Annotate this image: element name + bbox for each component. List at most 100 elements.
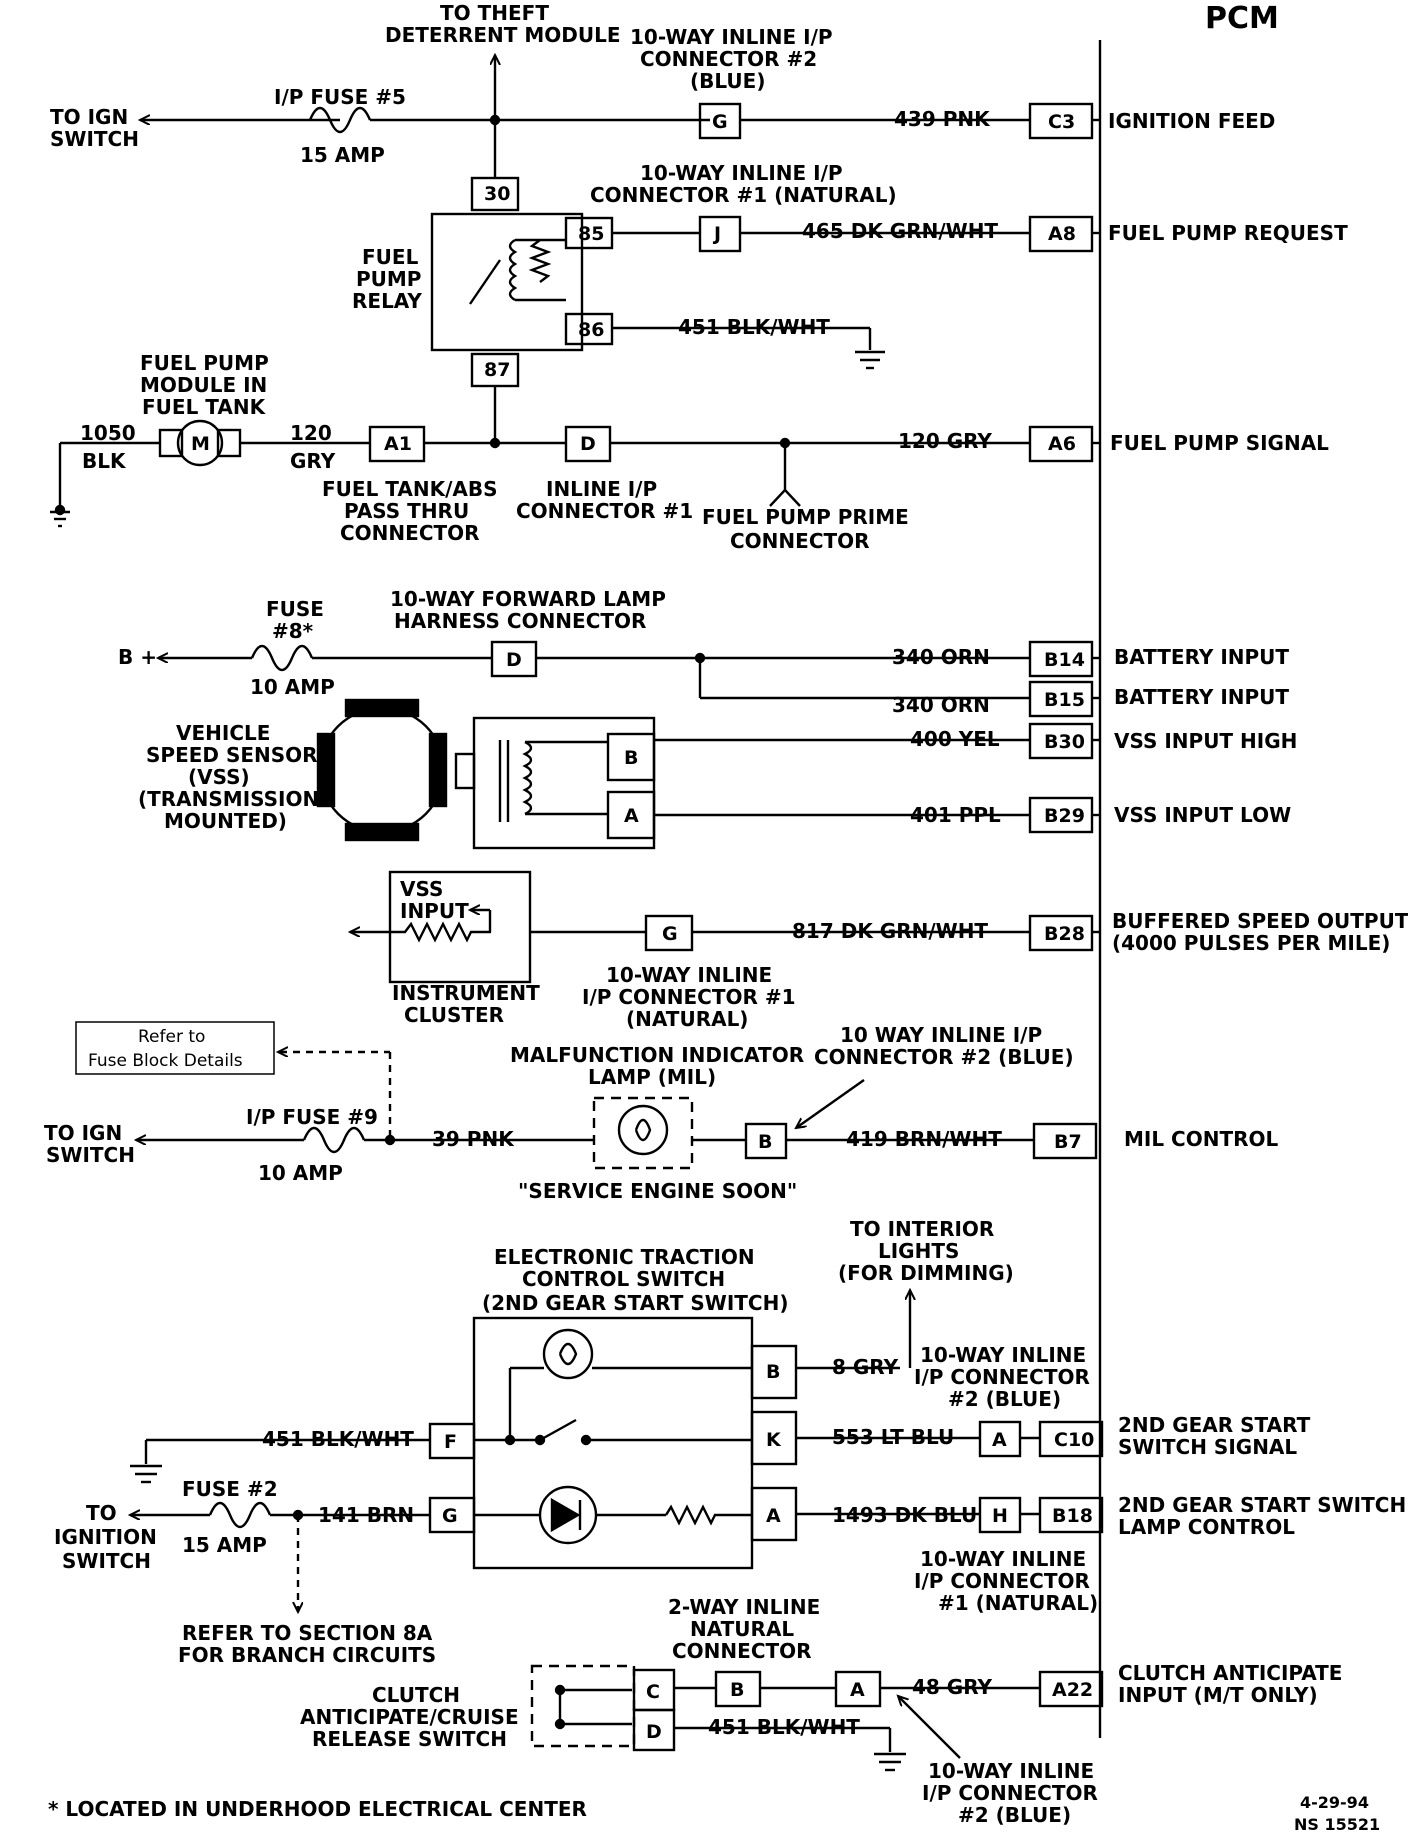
ts-pin-b-label: B: [766, 1361, 780, 1383]
relay-title-1: FUEL: [362, 245, 419, 269]
refer-fuse-block-box: [75, 1021, 275, 1075]
fuse8-symbol: [250, 644, 314, 672]
relay-30-label: 30: [484, 183, 510, 205]
ts-title-3: (2ND GEAR START SWITCH): [482, 1291, 788, 1315]
pcm-b29-label: B29: [1044, 805, 1085, 827]
cluster-conn-1: 10-WAY INLINE: [606, 963, 772, 987]
wire-465-label: 465 DK GRN/WHT: [802, 219, 998, 243]
vss-input-resistor: [395, 921, 491, 943]
prime-1: FUEL PUMP PRIME: [702, 505, 909, 529]
clutch-conn2-3: #2 (BLUE): [958, 1803, 1071, 1827]
wire-8gry-label: 8 GRY: [832, 1355, 899, 1379]
ts-pin-f-label: F: [444, 1431, 457, 1453]
clutch-pin-d-label: D: [646, 1721, 662, 1743]
cluster-title-2: CLUSTER: [404, 1003, 504, 1027]
wire-553-label: 553 LT BLU: [832, 1425, 954, 1449]
buffered-1: BUFFERED SPEED OUTPUT: [1112, 909, 1408, 933]
relay-85-label: 85: [578, 223, 604, 245]
relay-title-2: PUMP: [356, 267, 421, 291]
wire-120gry-label: 120 GRY: [898, 429, 992, 453]
pin-d-label: D: [580, 433, 596, 455]
amp15-ts-label: 15 AMP: [182, 1533, 267, 1557]
wire-340b-label: 340 ORN: [892, 693, 990, 717]
vss-title-1: VEHICLE: [176, 721, 270, 745]
fuse2-label: FUSE #2: [182, 1477, 278, 1501]
pcm-title: PCM: [1205, 1, 1279, 36]
mil-ign-2: SWITCH: [46, 1143, 135, 1167]
battery-input-2: BATTERY INPUT: [1114, 685, 1289, 709]
ts-pin-a-label: A: [766, 1505, 781, 1527]
interior-1: TO INTERIOR: [850, 1217, 994, 1241]
ts-resistor: [664, 1504, 752, 1526]
ign-switch-label-2: SWITCH: [50, 127, 139, 151]
vss-title-5: MOUNTED): [164, 809, 287, 833]
clutch-pin-c-label: C: [646, 1681, 660, 1703]
pcm-a6-label: A6: [1048, 433, 1076, 455]
vss-sensor-gear: [318, 706, 446, 834]
ts-conn1-1: 10-WAY INLINE: [920, 1547, 1086, 1571]
fuel-pump-motor: [176, 419, 224, 467]
ts-pin-b: [750, 1344, 798, 1400]
ts-title-2: CONTROL SWITCH: [522, 1267, 725, 1291]
vss-low-label: VSS INPUT LOW: [1114, 803, 1291, 827]
wire-419-label: 419 BRN/WHT: [846, 1127, 1002, 1151]
pcm-c10-label: C10: [1054, 1429, 1094, 1451]
ts-conn1-pin-h-label: H: [992, 1505, 1008, 1527]
theft-label-2: DETERRENT MODULE: [385, 23, 621, 47]
wire-340a-label: 340 ORN: [892, 645, 990, 669]
anticipate-2: INPUT (M/T ONLY): [1118, 1683, 1318, 1707]
mil-title-1: MALFUNCTION INDICATOR: [510, 1043, 804, 1067]
refer8a-1: REFER TO SECTION 8A: [182, 1621, 433, 1645]
natural-pin-b-label: B: [730, 1679, 744, 1701]
vss-title-3: (VSS): [188, 765, 250, 789]
amp10-mil-label: 10 AMP: [258, 1161, 343, 1185]
pump-module-3: FUEL TANK: [142, 395, 267, 419]
vss-high-label: VSS INPUT HIGH: [1114, 729, 1297, 753]
ts-title-1: ELECTRONIC TRACTION: [494, 1245, 755, 1269]
pin-a1-label: A1: [384, 433, 412, 455]
ts-conn1-3: #1 (NATURAL): [938, 1591, 1098, 1615]
conn2-pin-g-label: G: [712, 111, 728, 133]
clutch-pin-d: [632, 1708, 676, 1752]
conn2-title-3: (BLUE): [690, 69, 765, 93]
cluster-conn-3: (NATURAL): [626, 1007, 748, 1031]
ts-conn2-3: #2 (BLUE): [948, 1387, 1061, 1411]
pcm-pin-b7: [1032, 1122, 1098, 1160]
mil-pin-b-label: B: [758, 1131, 772, 1153]
pcm-pin-c10: [1038, 1420, 1104, 1458]
amp15-label: 15 AMP: [300, 143, 385, 167]
clutch-conn2-2: I/P CONNECTOR: [922, 1781, 1098, 1805]
vss-pin-a-label: A: [624, 805, 639, 827]
instrument-cluster-box: [388, 870, 532, 984]
to-ign-1: TO: [86, 1501, 117, 1525]
wire-817-label: 817 DK GRN/WHT: [792, 919, 988, 943]
clutch-switch-box: [530, 1664, 636, 1748]
wire-451-clutch-label: 451 BLK/WHT: [708, 1715, 860, 1739]
service-engine-label: "SERVICE ENGINE SOON": [518, 1179, 797, 1203]
mil-conn-2: CONNECTOR #2 (BLUE): [814, 1045, 1074, 1069]
fuel-pump-relay: [430, 212, 584, 352]
pcm-pin-b18: [1038, 1496, 1104, 1534]
ts-conn2-1: 10-WAY INLINE: [920, 1343, 1086, 1367]
fuse8-label-1: FUSE: [266, 597, 324, 621]
pcm-a8-label: A8: [1048, 223, 1076, 245]
pcm-a22-label: A22: [1052, 1679, 1093, 1701]
anticipate-1: CLUTCH ANTICIPATE: [1118, 1661, 1342, 1685]
refer-2: Fuse Block Details: [88, 1051, 243, 1071]
ts-lamp: [542, 1328, 594, 1380]
wire-401-label: 401 PPL: [910, 803, 1001, 827]
motor-m-label: M: [191, 433, 210, 455]
ts-conn1-2: I/P CONNECTOR: [914, 1569, 1090, 1593]
natural-1: 2-WAY INLINE: [668, 1595, 820, 1619]
clutch-title-3: RELEASE SWITCH: [312, 1727, 507, 1751]
relay-term-30: [470, 176, 520, 212]
bplus-label: B +: [118, 645, 157, 669]
pcm-b28-label: B28: [1044, 923, 1085, 945]
vss-pin-b-label: B: [624, 747, 638, 769]
mil-title-2: LAMP (MIL): [588, 1065, 716, 1089]
fwd-conn-2: HARNESS CONNECTOR: [394, 609, 646, 633]
wire-400-label: 400 YEL: [910, 727, 1000, 751]
ip-fuse5-label: I/P FUSE #5: [274, 85, 406, 109]
conn1-pin-j-label: J: [712, 223, 721, 245]
